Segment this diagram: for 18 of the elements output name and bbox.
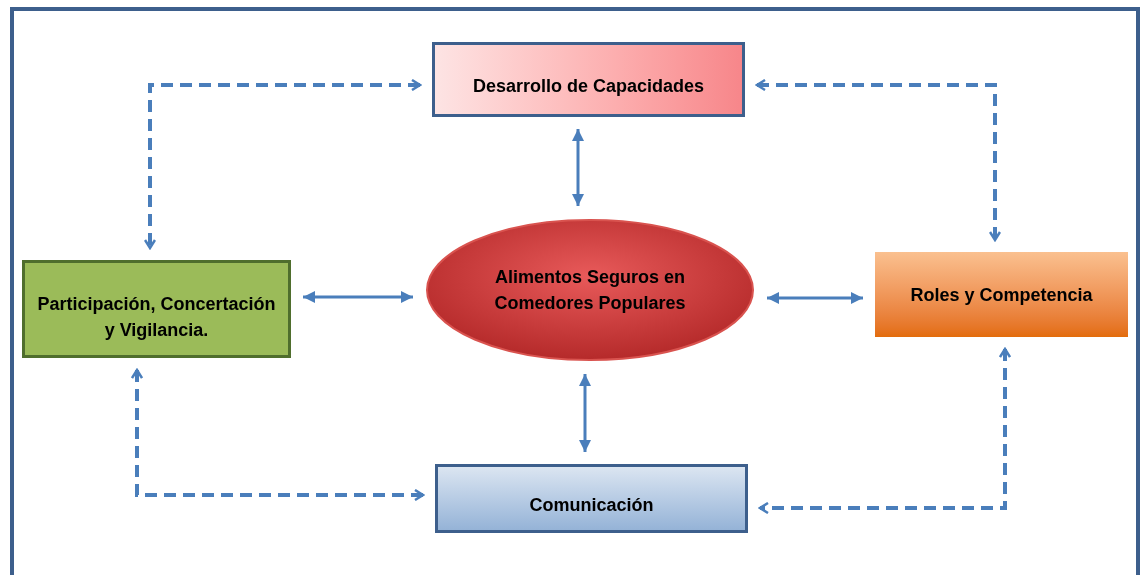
process-box [22, 260, 291, 358]
node-label: Roles y Competencia [910, 283, 1093, 307]
arrow [303, 291, 413, 303]
center-ellipse [425, 218, 755, 362]
arrow [758, 347, 1012, 515]
arrow [143, 78, 422, 250]
process-box [875, 252, 1128, 337]
arrow [130, 368, 425, 502]
node-label: Alimentos Seguros en Comedores Populares [493, 266, 687, 315]
arrow [579, 374, 591, 452]
arrow [767, 292, 863, 304]
node-label: Participación, Concertación y Vigilancia. [36, 293, 277, 342]
arrow [572, 129, 584, 206]
process-box [432, 42, 745, 117]
arrow [755, 78, 1002, 242]
process-box [435, 464, 748, 533]
node-label: Desarrollo de Capacidades [472, 74, 705, 98]
node-label: Comunicación [529, 493, 654, 517]
